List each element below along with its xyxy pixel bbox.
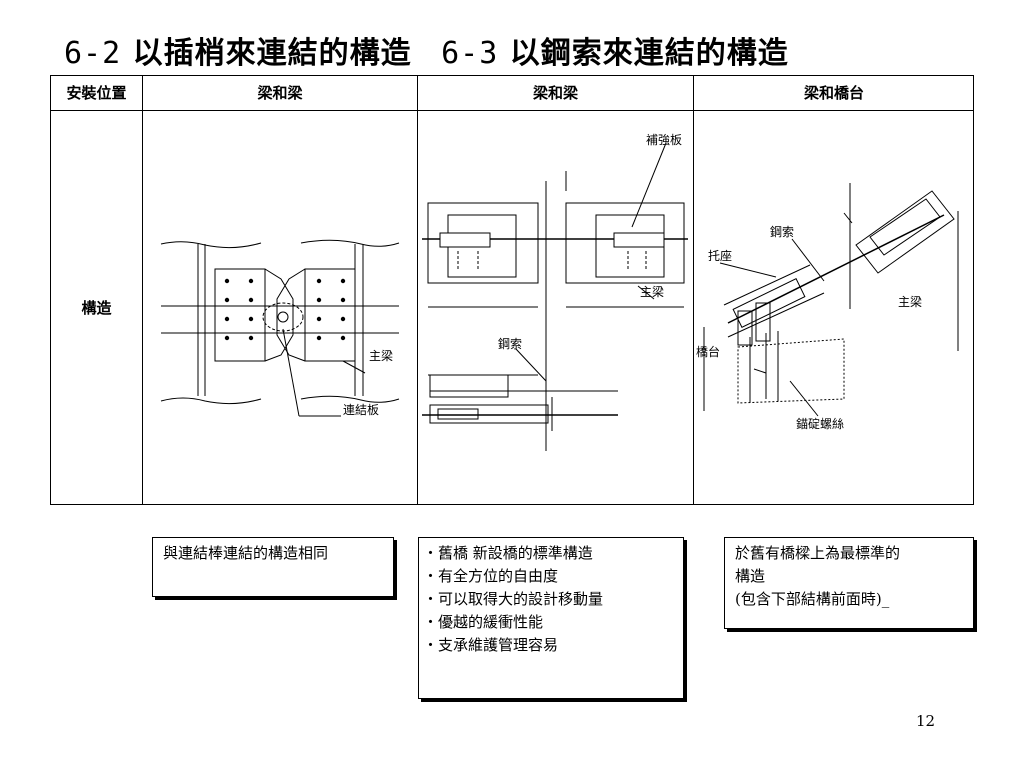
title-section-number-1: 6-2 bbox=[64, 36, 122, 71]
label-reinforce-plate: 補強板 bbox=[646, 133, 683, 147]
header-girder-girder-2: 梁和梁 bbox=[532, 84, 578, 102]
table-divider bbox=[142, 76, 143, 504]
header-install-position: 安裝位置 bbox=[66, 84, 127, 102]
title-section-number-2: 6-3 bbox=[441, 36, 499, 71]
note-cable-abutment: 於舊有橋樑上為最標準的 構造 (包含下部結構前面時)_ bbox=[724, 537, 974, 629]
table-divider bbox=[417, 76, 418, 504]
structure-table: 安裝位置 梁和梁 梁和梁 梁和橋台 構造 bbox=[50, 75, 974, 505]
label-anchor-bolt: 錨碇螺絲 bbox=[796, 417, 845, 431]
page-number: 12 bbox=[916, 712, 936, 730]
note-cable-list: 舊橋 新設橋的標準構造 有全方位的自由度 可以取得大的設計移動量 優越的緩衝性能… bbox=[429, 542, 673, 657]
table-divider bbox=[693, 76, 694, 504]
label-main-girder: 主梁 bbox=[898, 295, 923, 309]
table-divider bbox=[51, 110, 973, 111]
title-section-text-1: 以插梢來連結的構造 bbox=[132, 36, 412, 71]
note-pin-connection: 與連結棒連結的構造相同 bbox=[152, 537, 394, 597]
row-label-structure: 構造 bbox=[81, 298, 112, 317]
diagram-pin-connection: 主梁 連結板 bbox=[143, 111, 417, 505]
label-main-girder: 主梁 bbox=[640, 285, 665, 299]
list-item: 支承維護管理容易 bbox=[429, 634, 673, 657]
note-abutment-line-2: 構造 bbox=[735, 567, 766, 585]
note-abutment-line-3: (包含下部結構前面時)_ bbox=[735, 590, 890, 608]
note-pin-text: 與連結棒連結的構造相同 bbox=[163, 544, 329, 562]
header-girder-girder-1: 梁和梁 bbox=[257, 84, 303, 102]
label-cable: 鋼索 bbox=[498, 337, 523, 351]
label-abutment: 橋台 bbox=[696, 345, 721, 359]
note-abutment-line-1: 於舊有橋樑上為最標準的 bbox=[735, 544, 901, 562]
list-item: 有全方位的自由度 bbox=[429, 565, 673, 588]
label-main-girder: 主梁 bbox=[369, 349, 394, 363]
list-item: 可以取得大的設計移動量 bbox=[429, 588, 673, 611]
title-section-text-2: 以鋼索來連結的構造 bbox=[509, 36, 789, 71]
slide-title: 6-2 以插梢來連結的構造 6-3 以鋼索來連結的構造 bbox=[64, 28, 789, 72]
label-link-plate: 連結板 bbox=[343, 403, 380, 417]
diagram-cable-girder-girder: 補強板 主梁 鋼索 bbox=[418, 111, 693, 505]
label-bracket: 托座 bbox=[708, 249, 733, 263]
note-cable-girder: 舊橋 新設橋的標準構造 有全方位的自由度 可以取得大的設計移動量 優越的緩衝性能… bbox=[418, 537, 684, 699]
list-item: 優越的緩衝性能 bbox=[429, 611, 673, 634]
header-girder-abutment: 梁和橋台 bbox=[803, 84, 864, 102]
label-cable: 鋼索 bbox=[770, 225, 795, 239]
list-item: 舊橋 新設橋的標準構造 bbox=[429, 542, 673, 565]
diagram-cable-girder-abutment: 鋼索 托座 主梁 橋台 錨碇螺絲 bbox=[694, 111, 974, 505]
